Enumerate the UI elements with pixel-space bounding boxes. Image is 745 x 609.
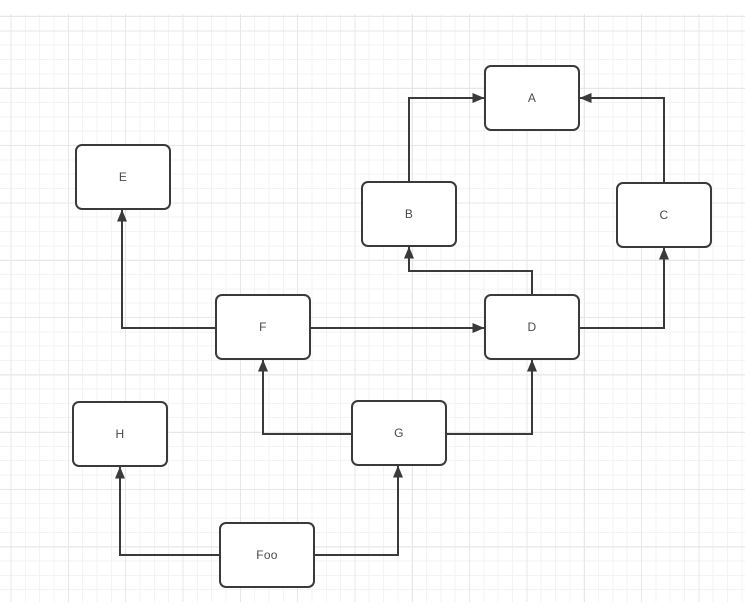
node-label: A [527,91,537,105]
node-A[interactable]: A [484,65,580,131]
node-label: D [527,320,537,334]
edge-B-A[interactable] [408,93,485,181]
node-Foo[interactable]: Foo [219,522,315,588]
node-C[interactable]: C [616,182,712,248]
node-H[interactable]: H [72,401,168,467]
edge-D-C[interactable] [580,247,669,329]
node-label: C [659,208,669,222]
node-label: B [404,207,414,221]
node-label: H [115,427,125,441]
edge-Foo-H[interactable] [115,466,219,556]
node-G[interactable]: G [351,400,447,466]
node-F[interactable]: F [215,294,311,360]
node-D[interactable]: D [484,294,580,360]
canvas-grid [0,14,745,602]
node-label: F [259,320,267,334]
node-label: G [394,426,404,440]
edge-F-E[interactable] [117,209,215,329]
edge-G-D[interactable] [447,359,537,435]
node-label: E [118,170,128,184]
edge-Foo-G[interactable] [315,465,403,556]
edge-G-F[interactable] [258,359,351,435]
edge-D-B[interactable] [404,246,533,294]
node-label: Foo [256,548,278,562]
node-B[interactable]: B [361,181,457,247]
node-E[interactable]: E [75,144,171,210]
edge-C-A[interactable] [579,93,665,182]
